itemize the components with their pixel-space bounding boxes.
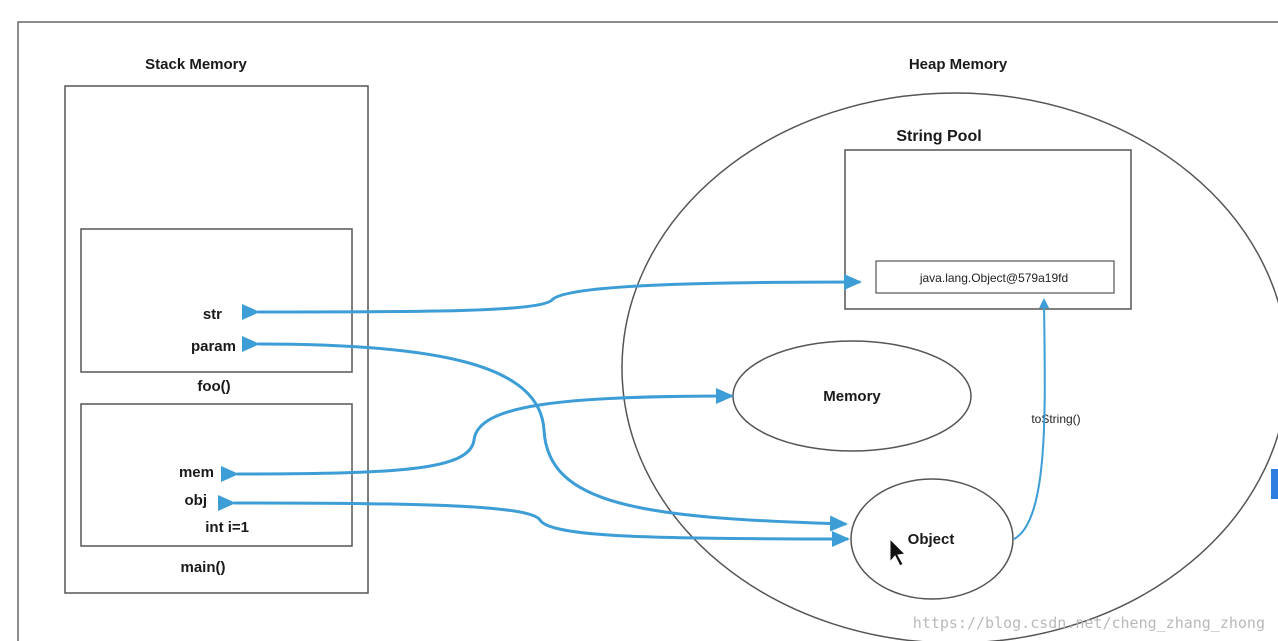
mouse-cursor-icon: [889, 537, 907, 567]
object-label: Object: [908, 531, 955, 548]
tostring-edge-label: toString(): [1031, 412, 1080, 426]
stack-memory-title: Stack Memory: [145, 56, 247, 73]
foo-frame-label: foo(): [197, 378, 230, 395]
arrow-mem-to-memory: [220, 388, 734, 483]
string-pool-entry: java.lang.Object@579a19fd: [919, 271, 1068, 285]
side-accent-tab: [1271, 469, 1278, 499]
diagram-frame: [17, 21, 1278, 641]
watermark-text: https://blog.csdn.net/cheng_zhang_zhong: [913, 614, 1265, 632]
var-str: str: [203, 306, 222, 323]
var-obj: obj: [185, 492, 208, 509]
heap-memory-title: Heap Memory: [909, 56, 1008, 73]
main-frame-label: main(): [181, 559, 226, 576]
string-pool-title: String Pool: [896, 128, 981, 145]
arrow-object-tostring-to-entry: [1013, 298, 1050, 540]
string-pool-entry-box: [875, 260, 1115, 294]
arrow-obj-to-object: [217, 494, 850, 547]
memory-object-label: Memory: [823, 388, 881, 405]
arrow-str-to-string-entry: [241, 274, 862, 321]
var-mem: mem: [179, 464, 214, 481]
var-param: param: [191, 338, 236, 355]
object-ellipse: [850, 478, 1014, 600]
var-int-i: int i=1: [205, 519, 249, 536]
